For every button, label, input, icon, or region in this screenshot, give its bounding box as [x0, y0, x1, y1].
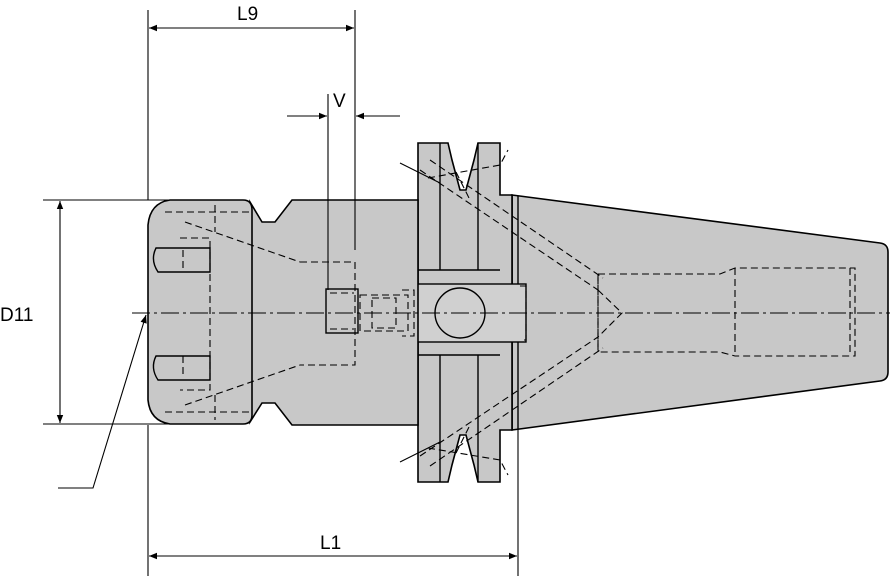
- body-neck: [249, 199, 419, 426]
- label-d11: D11: [0, 305, 33, 326]
- label-v: V: [333, 91, 346, 112]
- label-l9: L9: [237, 4, 258, 25]
- collet-nose: [147, 199, 301, 425]
- dimension-l1: L1: [147, 425, 519, 576]
- dimension-v: V: [287, 91, 400, 290]
- leader-line: [58, 314, 147, 489]
- dimension-l9: L9: [147, 4, 356, 250]
- label-l1: L1: [320, 533, 341, 554]
- dimension-d11: D11: [0, 199, 170, 425]
